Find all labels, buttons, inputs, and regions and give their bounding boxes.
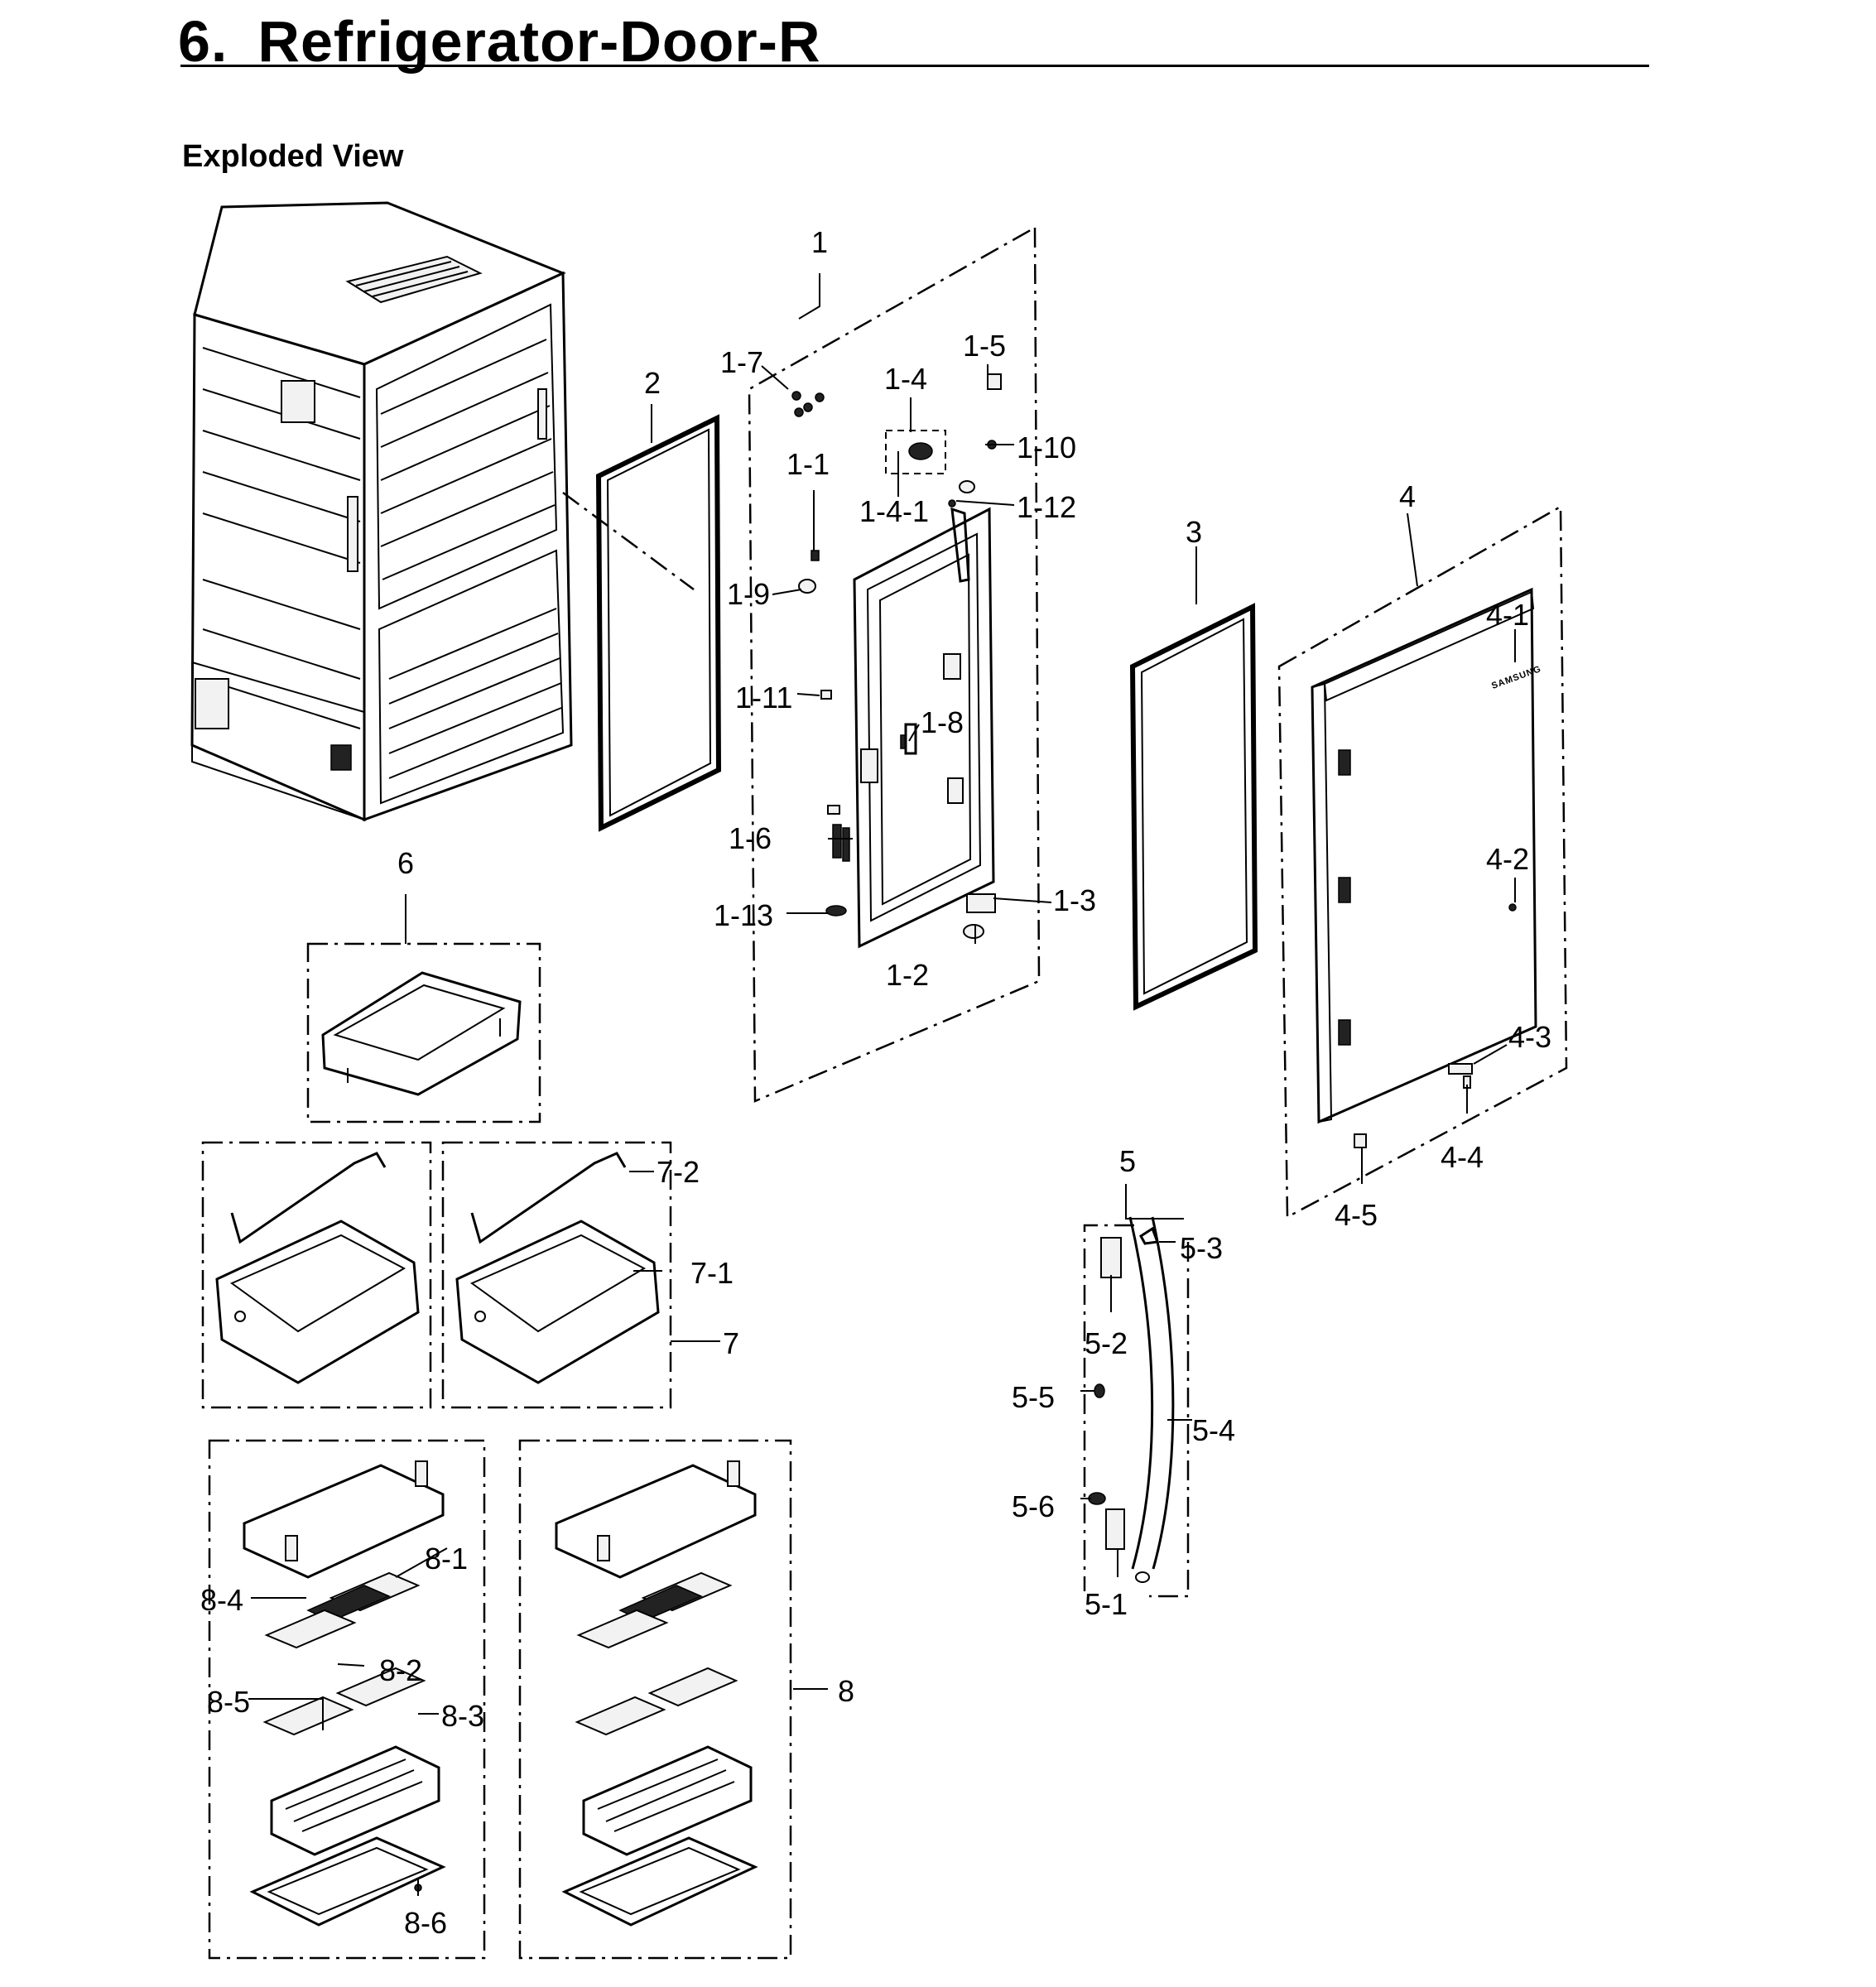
callout-1: 1 (811, 225, 828, 259)
callout-1-1: 1-1 (786, 447, 830, 481)
callout-2: 2 (644, 366, 661, 400)
leader-lines (248, 273, 1516, 1896)
shelf-assembly-group (208, 1439, 792, 1960)
callout-1-10: 1-10 (1017, 431, 1076, 464)
callout-1-2: 1-2 (886, 958, 929, 992)
callout-1-13: 1-13 (714, 898, 773, 932)
door-assembly-frame (1277, 504, 1568, 1220)
callout-5-5: 5-5 (1012, 1380, 1055, 1414)
callout-4-1: 4-1 (1486, 598, 1529, 632)
page-title: 6. Refrigerator-Door-R (178, 8, 821, 75)
callout-5-6: 5-6 (1012, 1489, 1055, 1523)
callout-6: 6 (397, 846, 414, 880)
callout-labels: 1 1-7 1-4 1-5 1-10 1-1 1-4-1 1-12 1-9 1-… (200, 225, 1551, 1940)
callout-8-1: 8-1 (425, 1542, 468, 1576)
callout-8-6: 8-6 (404, 1906, 447, 1940)
callout-5-3: 5-3 (1180, 1231, 1223, 1265)
callout-4-5: 4-5 (1335, 1198, 1378, 1232)
callout-7: 7 (723, 1326, 739, 1360)
callout-8-3: 8-3 (441, 1699, 484, 1733)
callout-7-1: 7-1 (690, 1256, 734, 1290)
callout-1-4: 1-4 (884, 362, 927, 396)
callout-1-11: 1-11 (735, 681, 792, 714)
shelf-assembly-right (555, 1460, 758, 1927)
door-gasket-upper (595, 414, 722, 832)
callout-1-4-1: 1-4-1 (859, 494, 929, 528)
section-title: Refrigerator-Door-R (257, 9, 821, 74)
callout-1-6: 1-6 (729, 821, 772, 855)
door-bin-group-7 (201, 1141, 672, 1409)
callout-3: 3 (1186, 515, 1202, 549)
callout-5-4: 5-4 (1192, 1413, 1235, 1447)
callout-1-5: 1-5 (963, 329, 1006, 363)
exploded-view-heading: Exploded View (182, 139, 404, 174)
callout-8-5: 8-5 (207, 1685, 250, 1719)
door-gasket (1129, 603, 1258, 1011)
section-number: 6. (178, 9, 228, 74)
callout-1-12: 1-12 (1017, 490, 1076, 524)
door-liner-assembly (748, 225, 1041, 1103)
callout-8: 8 (838, 1674, 854, 1708)
door-bin-1 (306, 942, 541, 1123)
refrigerator-cabinet (190, 201, 573, 822)
alignment-line (562, 491, 695, 591)
callout-1-7: 1-7 (720, 345, 763, 379)
callout-1-9: 1-9 (727, 577, 770, 611)
callout-8-2: 8-2 (379, 1653, 422, 1687)
callout-4-4: 4-4 (1441, 1140, 1484, 1174)
shelf-assembly-left (243, 1460, 446, 1927)
callout-5: 5 (1119, 1144, 1136, 1178)
callout-7-2: 7-2 (657, 1155, 700, 1189)
callout-1-8: 1-8 (921, 705, 964, 739)
callout-4: 4 (1399, 479, 1416, 513)
callout-4-2: 4-2 (1486, 842, 1529, 876)
callout-5-2: 5-2 (1085, 1326, 1128, 1360)
handle-assembly (1083, 1216, 1190, 1598)
callout-4-3: 4-3 (1508, 1020, 1551, 1054)
title-rule (180, 65, 1649, 67)
callout-1-3: 1-3 (1053, 883, 1096, 917)
callout-5-1: 5-1 (1085, 1587, 1128, 1621)
callout-8-4: 8-4 (200, 1583, 243, 1617)
